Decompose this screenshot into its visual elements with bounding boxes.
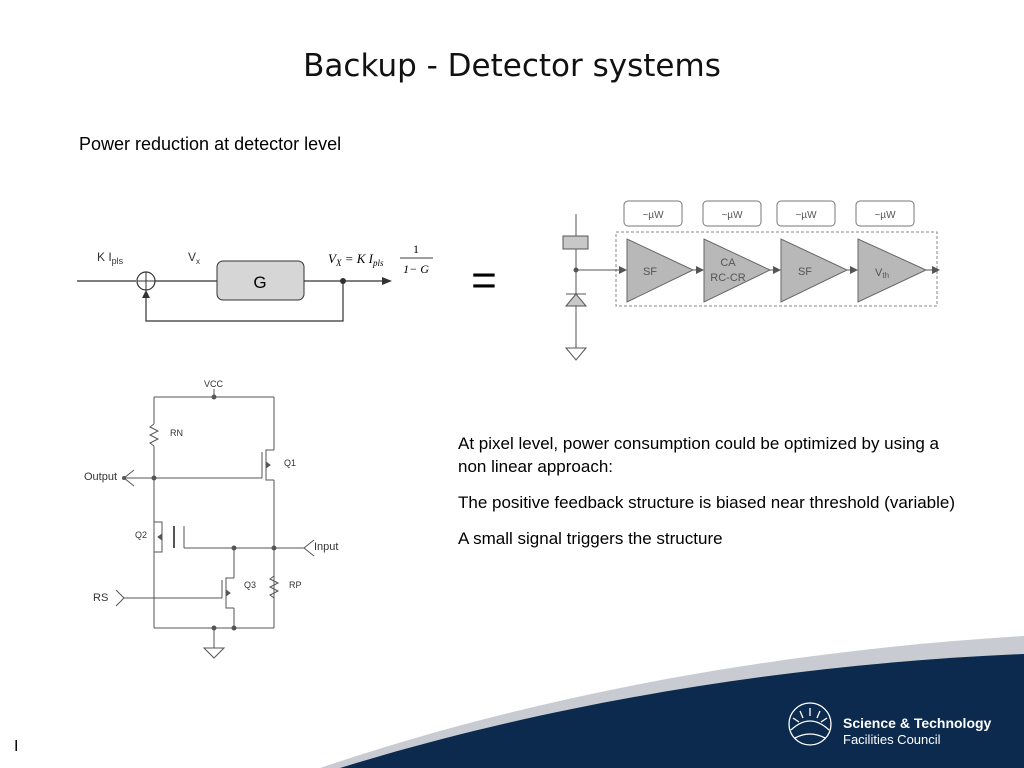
bullet-2: The positive feedback structure is biase… [458,493,956,512]
logo-line-1: Science & Technology [843,715,992,731]
rs-label: RS [93,592,108,604]
svg-text:~µW: ~µW [874,210,896,221]
svg-text:VX = K Ipls: VX = K Ipls [328,251,384,268]
stage-4: Vth [857,238,928,303]
output-label: Output [84,471,117,483]
footer-swoosh [320,636,1024,768]
feedback-diagram: G K Ipls Vx VX = K Ipls 1 1− G [77,242,433,322]
svg-text:Q2: Q2 [135,530,147,540]
detector-diode-symbol [564,293,588,307]
svg-text:1− G: 1− G [403,262,429,276]
node-voltage-label: Vx [188,250,200,266]
svg-text:~µW: ~µW [721,210,743,221]
power-label-4: ~µW [855,200,915,227]
svg-text:SF: SF [643,266,657,278]
stage-2: CA RC-CR [703,238,772,303]
svg-text:RN: RN [170,428,183,438]
gain-block-label: G [253,273,266,292]
resistor-rp [268,575,280,599]
svg-text:RP: RP [289,580,302,590]
vcc-label: VCC [204,379,224,389]
power-label-3: ~µW [776,200,836,227]
input-current-label: K Ipls [97,250,124,266]
stfc-emblem-icon [788,702,832,746]
resistor-rn [148,423,160,447]
svg-text:RC-CR: RC-CR [710,272,745,284]
feedback-circuit: VCC RN Q1 Output Q2 Input [84,379,338,659]
capacitor-symbol [562,235,589,250]
input-label: Input [314,541,338,553]
power-label-2: ~µW [702,200,762,227]
bullet-3: A small signal triggers the structure [458,529,723,548]
circuit-ground-icon [202,647,226,659]
stage-3: SF [780,238,849,303]
svg-text:~µW: ~µW [795,210,817,221]
equals-sign: = [471,256,497,305]
svg-text:Q1: Q1 [284,458,296,468]
gain-equation: VX = K Ipls 1 1− G [328,242,433,276]
slide-footer-mark: I [14,738,19,755]
svg-text:CA: CA [720,257,736,269]
stage-1: SF [626,238,695,303]
svg-text:1: 1 [413,242,419,256]
bullet-1: At pixel level, power consumption could … [458,434,939,476]
svg-text:Vth: Vth [875,267,889,280]
svg-text:SF: SF [798,266,812,278]
slide-title: Backup - Detector systems [303,48,721,84]
slide-subtitle: Power reduction at detector level [79,134,342,154]
amplifier-chain: SF CA RC-CR SF Vth ~µW [562,200,940,361]
svg-text:Q3: Q3 [244,580,256,590]
svg-text:~µW: ~µW [642,210,664,221]
ground-icon [564,347,588,361]
bullet-list: At pixel level, power consumption could … [458,432,968,563]
power-label-1: ~µW [623,200,683,227]
stfc-logo: Science & Technology Facilities Council [788,702,992,747]
logo-line-2: Facilities Council [843,732,941,747]
